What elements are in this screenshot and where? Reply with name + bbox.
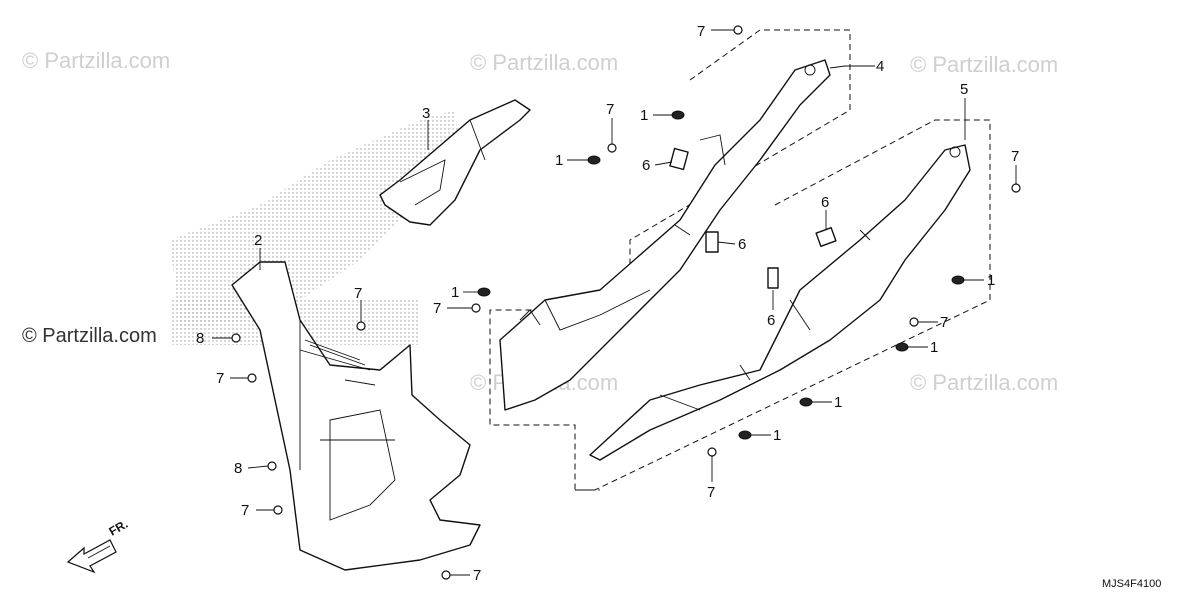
watermark: © Partzilla.com — [910, 370, 1058, 395]
callout-1: 1 — [834, 394, 842, 411]
part-5-lower-cover — [589, 144, 971, 461]
callout-7: 7 — [433, 300, 441, 317]
callout-5: 5 — [960, 81, 968, 98]
callout-6: 6 — [767, 312, 775, 329]
leader-lines — [212, 29, 1017, 576]
callout-4: 4 — [876, 58, 884, 75]
callout-8: 8 — [196, 330, 204, 347]
callout-8: 8 — [234, 460, 242, 477]
callout-6: 6 — [738, 236, 746, 253]
callout-7: 7 — [473, 567, 481, 584]
callout-3: 3 — [422, 105, 430, 122]
callout-7: 7 — [697, 23, 705, 40]
part-3-duct — [379, 99, 531, 226]
callout-7: 7 — [606, 101, 614, 118]
callout-7: 7 — [216, 370, 224, 387]
diagram-code: MJS4F4100 — [1102, 578, 1161, 590]
callout-7: 7 — [241, 502, 249, 519]
front-direction-arrow: FR. — [66, 517, 131, 574]
watermark: © Partzilla.com — [470, 50, 618, 75]
callout-7: 7 — [707, 484, 715, 501]
callout-6: 6 — [642, 157, 650, 174]
part-6-grommets — [669, 147, 837, 289]
front-direction-label: FR. — [107, 517, 131, 539]
part-2-front-cover — [231, 261, 481, 571]
callouts: 7 4 1 7 1 6 3 5 7 6 6 2 1 1 7 7 6 7 8 1 … — [196, 23, 1019, 584]
callout-1: 1 — [773, 427, 781, 444]
part-1-nuts — [477, 110, 965, 440]
group-box-5 — [575, 119, 991, 491]
callout-1: 1 — [451, 284, 459, 301]
callout-6: 6 — [821, 194, 829, 211]
callout-1: 1 — [640, 107, 648, 124]
watermark: © Partzilla.com — [22, 48, 170, 73]
callout-7: 7 — [354, 285, 362, 302]
callout-7: 7 — [940, 314, 948, 331]
callout-1: 1 — [930, 339, 938, 356]
watermark: © Partzilla.com — [910, 52, 1058, 77]
decal-shadow — [170, 110, 460, 345]
watermark-dark: © Partzilla.com — [22, 325, 157, 347]
callout-1: 1 — [555, 152, 563, 169]
callout-2: 2 — [254, 232, 262, 249]
callout-7: 7 — [1011, 148, 1019, 165]
part-4-upper-cover — [499, 59, 831, 411]
callout-1: 1 — [987, 272, 995, 289]
